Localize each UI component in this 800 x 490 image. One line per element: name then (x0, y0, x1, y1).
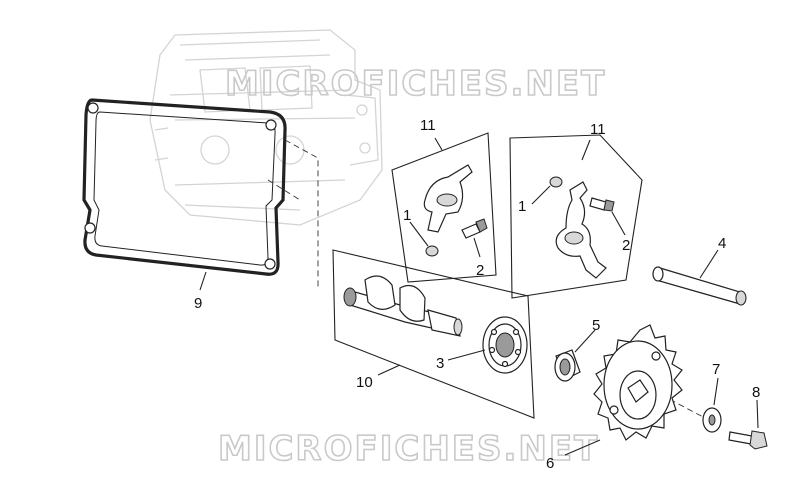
leader-11a (434, 137, 443, 151)
callout-2a: 2 (476, 262, 484, 279)
callout-11b: 11 (590, 121, 606, 138)
callout-8: 8 (752, 384, 760, 401)
callout-1b: 1 (518, 198, 526, 215)
callout-4: 4 (718, 235, 726, 252)
leader-5 (574, 329, 596, 353)
leader-3 (447, 349, 486, 361)
callout-6: 6 (546, 455, 554, 472)
callout-5: 5 (592, 317, 600, 334)
assembly-line-head (284, 139, 319, 290)
leader-6 (564, 439, 601, 456)
callout-3: 3 (436, 355, 444, 372)
rocker-shaft-part (652, 266, 747, 306)
callout-2b: 2 (622, 237, 630, 254)
watermark-top: MICROFICHES.NET (225, 64, 606, 104)
washer-part (702, 407, 722, 433)
watermark-bottom: MICROFICHES.NET (218, 429, 599, 469)
leader-8 (756, 399, 759, 429)
cylinder-head-ghost (149, 29, 383, 226)
callout-1a: 1 (403, 207, 411, 224)
rocker-kit-box-left (391, 132, 497, 283)
bolt-part (728, 430, 768, 450)
leader-4 (699, 249, 719, 279)
leader-10 (377, 364, 401, 376)
leader-11b (581, 139, 591, 161)
leader-7 (713, 377, 719, 406)
leader-1b (531, 185, 551, 205)
leader-1a (409, 221, 429, 247)
callout-10: 10 (356, 374, 373, 391)
callout-11a: 11 (420, 117, 436, 134)
callout-9: 9 (194, 295, 202, 312)
leader-9 (199, 271, 207, 291)
leader-2b (611, 211, 626, 236)
spacer-part (554, 349, 581, 382)
assembly-line-gasket (267, 179, 301, 201)
rocker-kit-box-right (509, 134, 643, 299)
sprocket-part (593, 324, 683, 441)
camshaft-box (332, 249, 535, 419)
callout-7: 7 (712, 361, 720, 378)
leader-2a (473, 237, 481, 258)
gasket-part (82, 98, 287, 276)
